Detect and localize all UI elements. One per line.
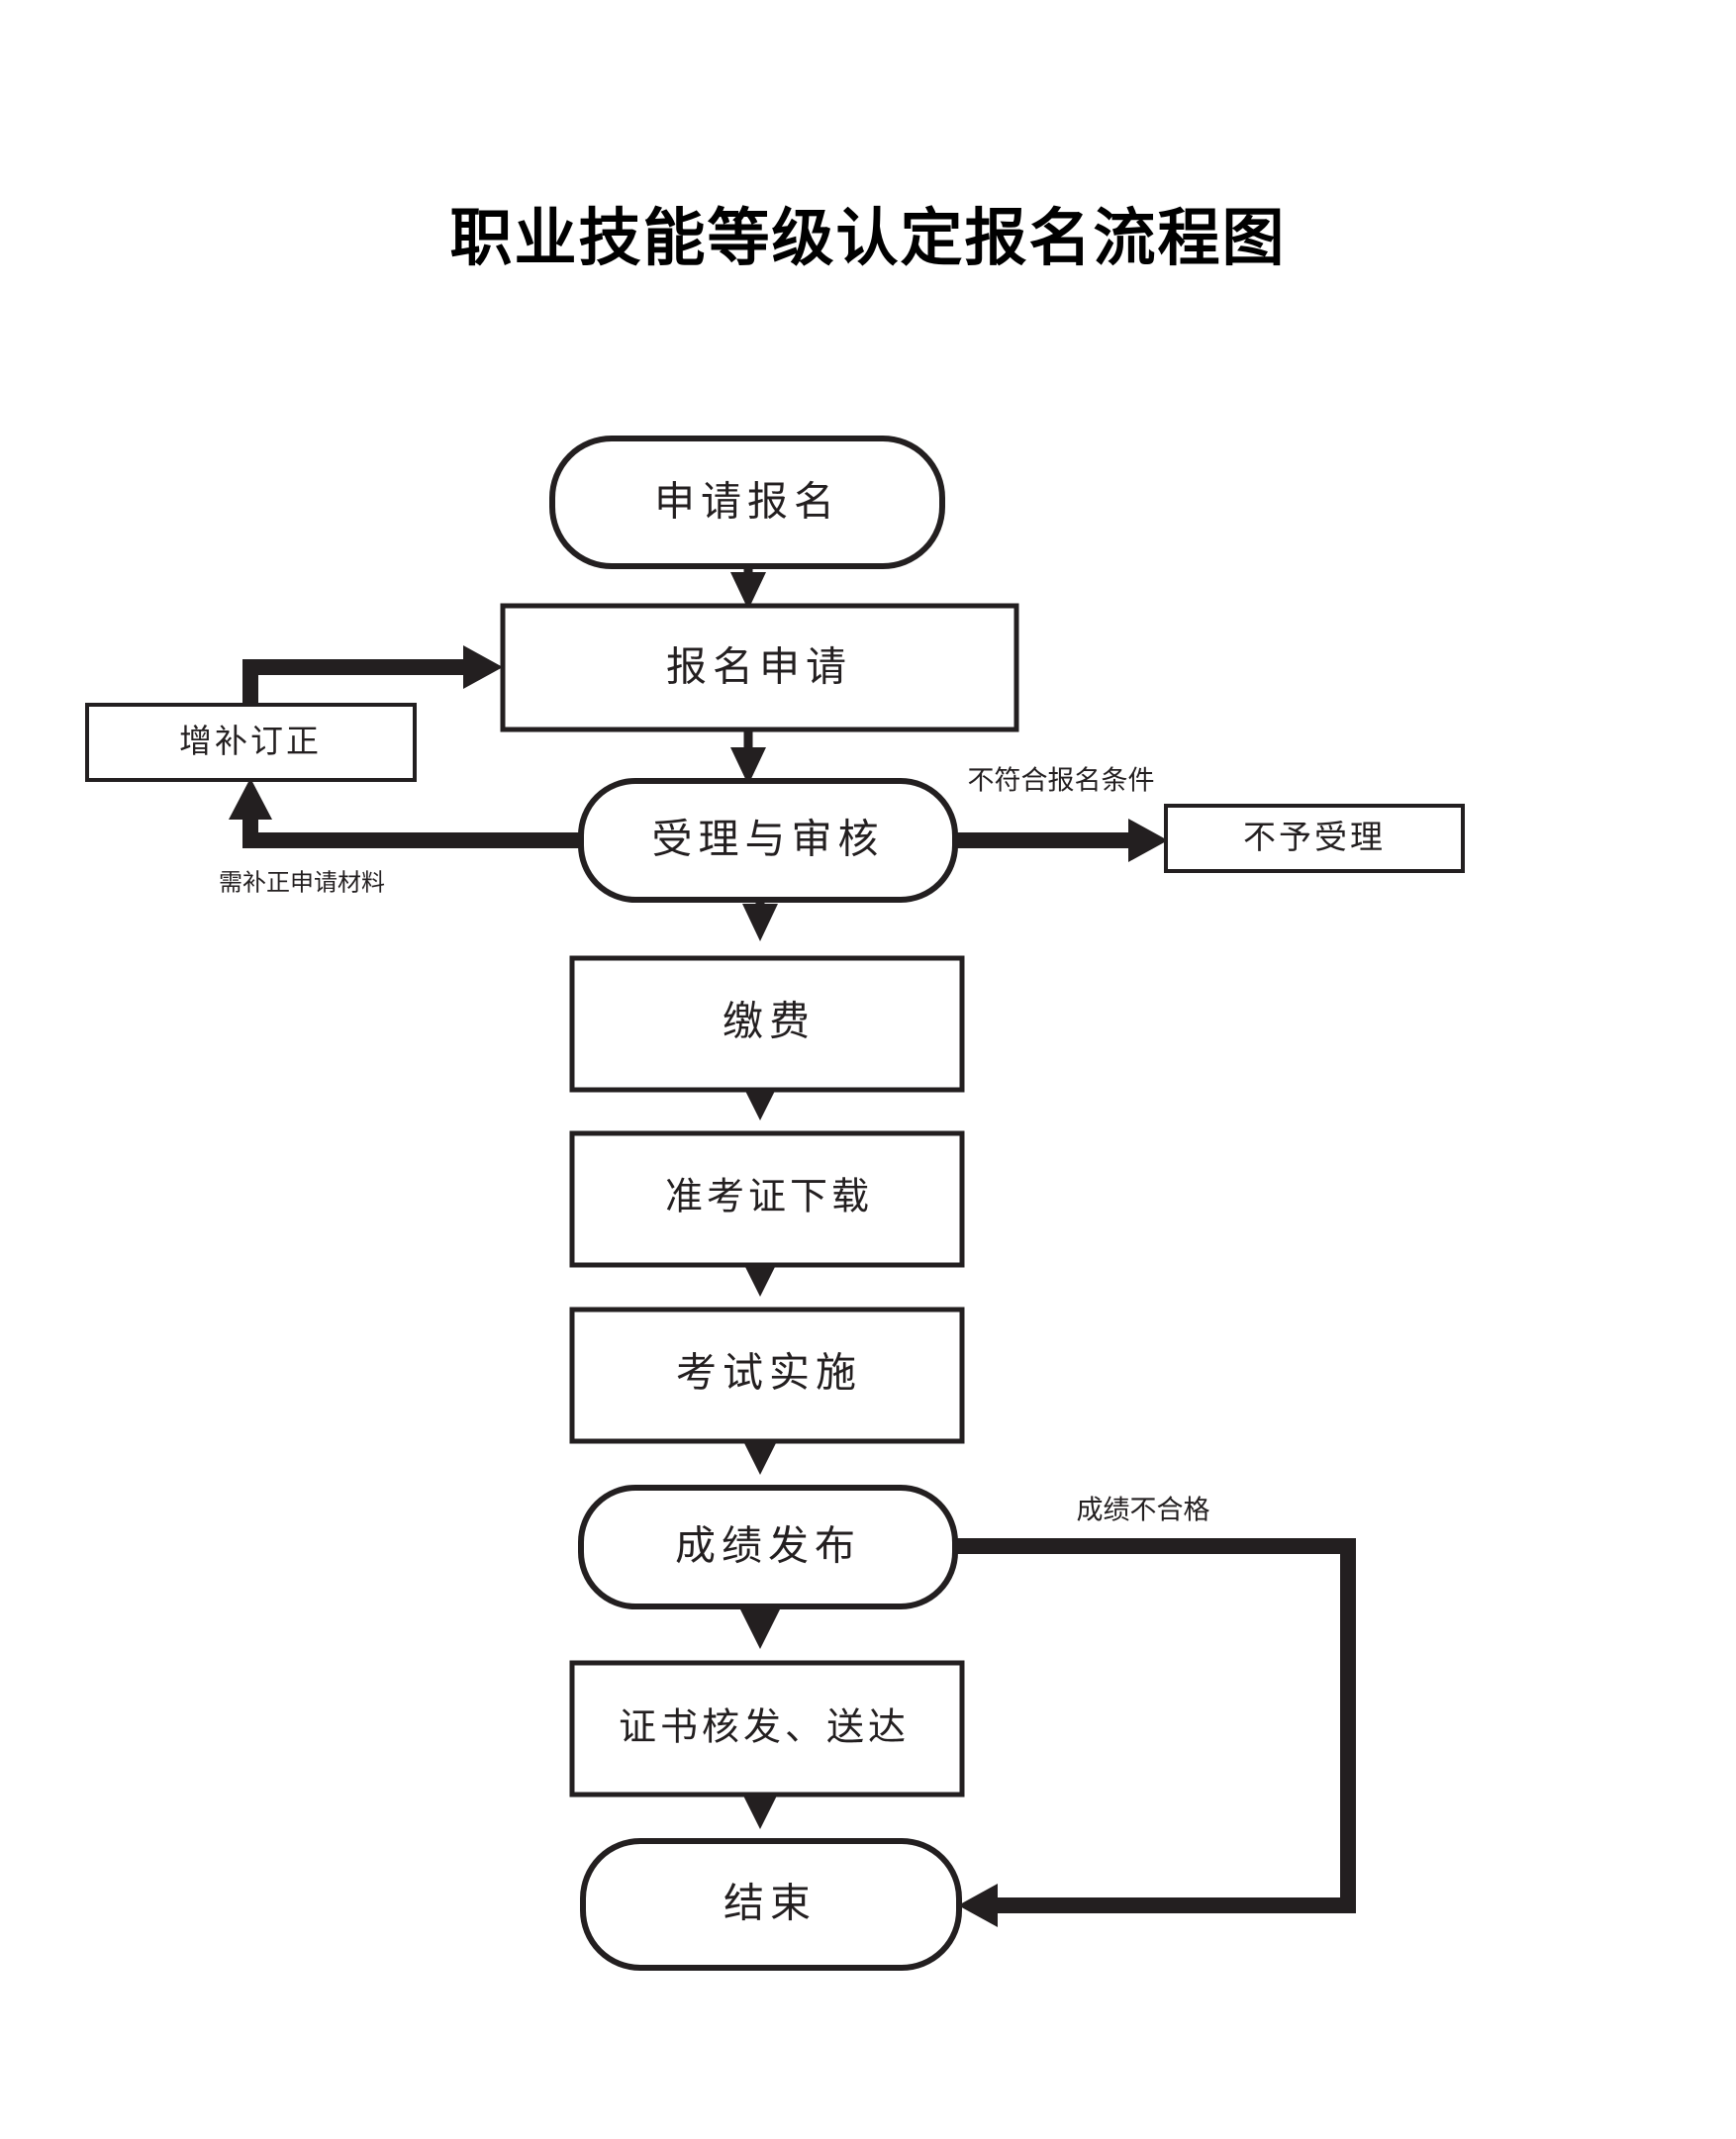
node-certificate-label: 证书核发、送达 <box>619 1705 910 1749</box>
node-apply-label: 申请报名 <box>654 478 840 526</box>
node-application-label: 报名申请 <box>666 643 852 691</box>
edge-apply-to-application <box>730 566 766 610</box>
edge-review-to-payment <box>742 900 778 941</box>
edge-supplement-to-application <box>242 645 503 705</box>
node-end[interactable]: 结束 <box>580 1838 962 1971</box>
edge-label-need-supplement: 需补正申请材料 <box>219 869 385 897</box>
node-results[interactable]: 成绩发布 <box>578 1485 958 1609</box>
node-application[interactable]: 报名申请 <box>500 603 1019 732</box>
edge-review-to-supplement <box>229 778 583 848</box>
node-supplement[interactable]: 增补订正 <box>85 703 417 782</box>
node-end-label: 结束 <box>723 1880 817 1927</box>
edge-label-failed-score: 成绩不合格 <box>1077 1496 1210 1526</box>
node-review[interactable]: 受理与审核 <box>578 778 958 903</box>
node-payment-label: 缴费 <box>723 998 816 1045</box>
edge-label-not-eligible: 不符合报名条件 <box>968 766 1155 797</box>
node-exam-label: 考试实施 <box>676 1349 862 1397</box>
node-reject[interactable]: 不予受理 <box>1164 804 1465 873</box>
edge-results-to-end-failed <box>953 1538 1356 1927</box>
node-reject-label: 不予受理 <box>1243 818 1386 856</box>
page-title: 职业技能等级认定报名流程图 <box>449 201 1287 274</box>
edge-application-to-review <box>730 729 766 785</box>
node-admitcard[interactable]: 准考证下载 <box>569 1130 965 1268</box>
node-review-label: 受理与审核 <box>652 816 885 863</box>
node-supplement-label: 增补订正 <box>179 722 322 760</box>
edge-results-to-certificate <box>740 1606 780 1649</box>
node-apply[interactable]: 申请报名 <box>549 436 945 569</box>
edge-review-to-reject <box>953 819 1168 862</box>
node-admitcard-label: 准考证下载 <box>665 1175 873 1218</box>
node-certificate[interactable]: 证书核发、送达 <box>569 1660 965 1798</box>
node-payment[interactable]: 缴费 <box>569 955 965 1093</box>
node-exam[interactable]: 考试实施 <box>569 1307 965 1444</box>
node-results-label: 成绩发布 <box>675 1522 861 1570</box>
